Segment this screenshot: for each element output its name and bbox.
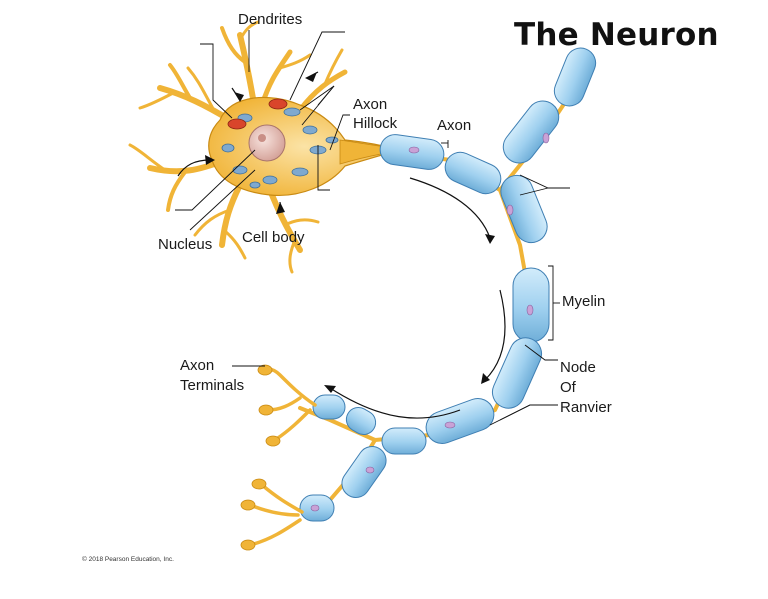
label-nucleus: Nucleus — [158, 236, 213, 253]
leader-lines — [175, 30, 570, 426]
diagram-title: The Neuron — [514, 17, 719, 53]
signal-arrows — [177, 159, 506, 419]
nucleolus-shape — [258, 134, 266, 142]
label-axon-terminals-line2: Terminals — [180, 377, 245, 394]
label-axon-hillock-line1: Axon — [353, 96, 388, 113]
organelles — [221, 98, 339, 189]
label-myelin: Myelin — [562, 293, 606, 310]
label-axon-terminals-line1: Axon — [180, 357, 215, 374]
label-dendrites: Dendrites — [238, 11, 303, 28]
arrow-shafts — [231, 71, 319, 213]
cell-body-shape — [208, 96, 403, 197]
label-axon: Axon — [437, 117, 472, 134]
label-node-line3: Ranvier — [560, 399, 612, 416]
schwann-nuclei — [310, 132, 550, 512]
label-node-line2: Of — [560, 379, 576, 396]
copyright-notice: © 2018 Pearson Education, Inc. — [82, 556, 174, 563]
label-axon-hillock-line2: Hillock — [353, 115, 398, 132]
myelin-sheaths — [299, 47, 597, 522]
terminal-buttons — [240, 364, 281, 551]
nucleus-shape — [248, 124, 286, 162]
label-cell-body: Cell body — [242, 229, 305, 246]
label-node-line1: Node — [560, 359, 596, 376]
